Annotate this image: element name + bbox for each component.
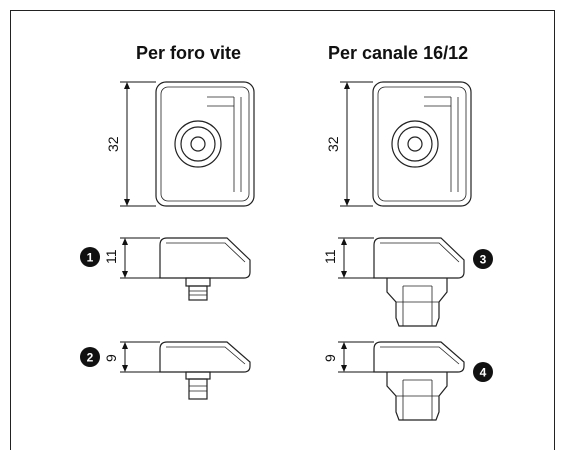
dimension-11-left bbox=[120, 237, 160, 279]
profile-screw-11 bbox=[159, 237, 251, 301]
profile-channel-9 bbox=[373, 341, 465, 421]
svg-text:4: 4 bbox=[480, 366, 487, 380]
profile-screw-9 bbox=[159, 341, 251, 400]
badge-3: 3 bbox=[473, 249, 493, 269]
svg-text:2: 2 bbox=[87, 351, 94, 365]
column-title-screw-hole: Per foro vite bbox=[136, 43, 242, 63]
badge-1: 1 bbox=[80, 247, 100, 267]
dimension-9-left bbox=[120, 341, 160, 373]
dimension-height-right bbox=[340, 81, 373, 207]
dimension-9-right bbox=[338, 341, 374, 373]
front-view-screw-hole bbox=[155, 81, 255, 207]
badge-2: 2 bbox=[80, 347, 100, 367]
dim-label-9-right: 9 bbox=[322, 354, 338, 362]
svg-text:3: 3 bbox=[480, 253, 487, 267]
badge-4: 4 bbox=[473, 362, 493, 382]
dim-label-11-left: 11 bbox=[103, 249, 119, 264]
dimension-11-right bbox=[338, 237, 374, 279]
svg-text:1: 1 bbox=[87, 251, 94, 265]
front-view-channel bbox=[372, 81, 472, 207]
dim-label-9-left: 9 bbox=[103, 354, 119, 362]
diagram-frame bbox=[10, 10, 555, 450]
dimension-height-left bbox=[120, 81, 156, 207]
column-title-channel: Per canale 16/12 bbox=[328, 43, 469, 63]
technical-drawing: 32 32 11 bbox=[80, 81, 493, 421]
dim-label-32-right: 32 bbox=[325, 136, 341, 152]
dim-label-11-right: 11 bbox=[322, 249, 338, 264]
profile-channel-11 bbox=[373, 237, 465, 327]
dim-label-32-left: 32 bbox=[105, 136, 121, 152]
